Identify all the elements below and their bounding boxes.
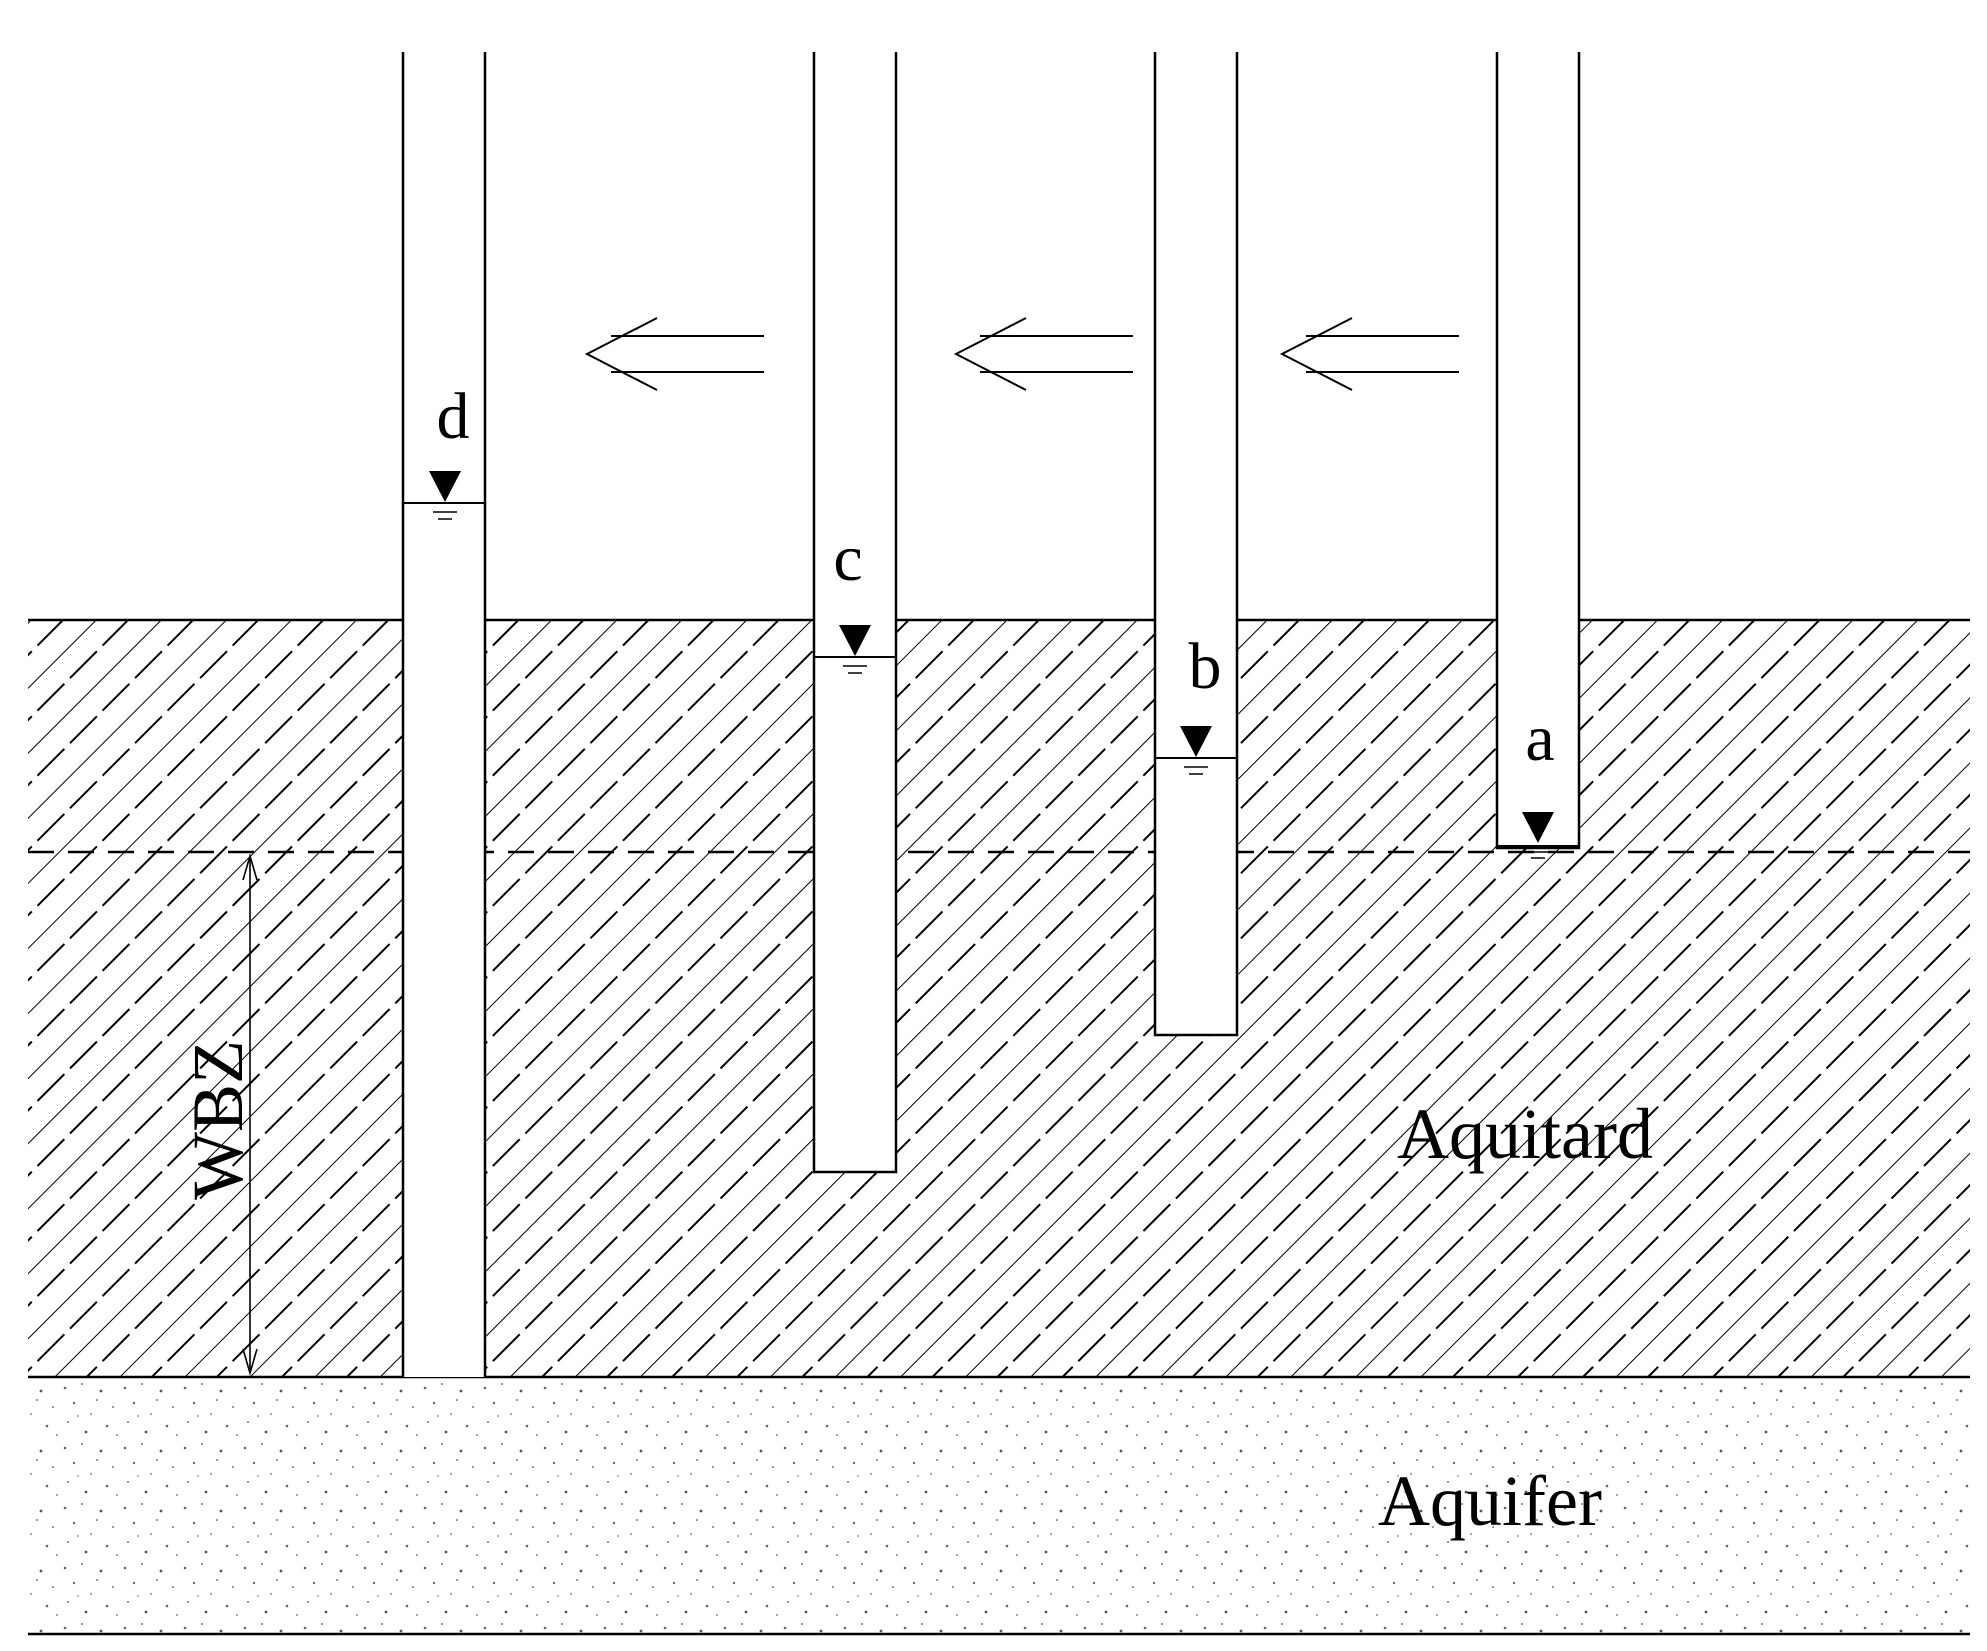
piezometer-a [1495,52,1581,850]
water-level-c [814,625,896,674]
aquifer-layer [28,1378,1970,1634]
piezometer-label-c: c [833,522,862,595]
piezometer-label-a: a [1525,702,1554,775]
piezometer-label-d: d [437,380,470,453]
wbz-label: WBZ [178,1040,258,1200]
flow-arrow-left-icon [584,317,764,391]
aquifer-label: Aquifer [1378,1461,1602,1541]
piezometer-c [812,52,898,1174]
water-level-d [403,471,485,520]
flow-arrow-left-icon [953,317,1133,391]
aquitard-layer [28,620,1970,1377]
wbz-dimension-arrow [242,853,258,1376]
piezometer-b [1153,52,1239,1037]
aquitard-label: Aquitard [1397,1094,1653,1174]
piezometer-label-b: b [1189,630,1222,703]
water-level-b [1155,726,1237,775]
flow-arrow-left-icon [1279,317,1459,391]
piezometer-d [401,52,487,1377]
water-level-a [1497,812,1579,859]
